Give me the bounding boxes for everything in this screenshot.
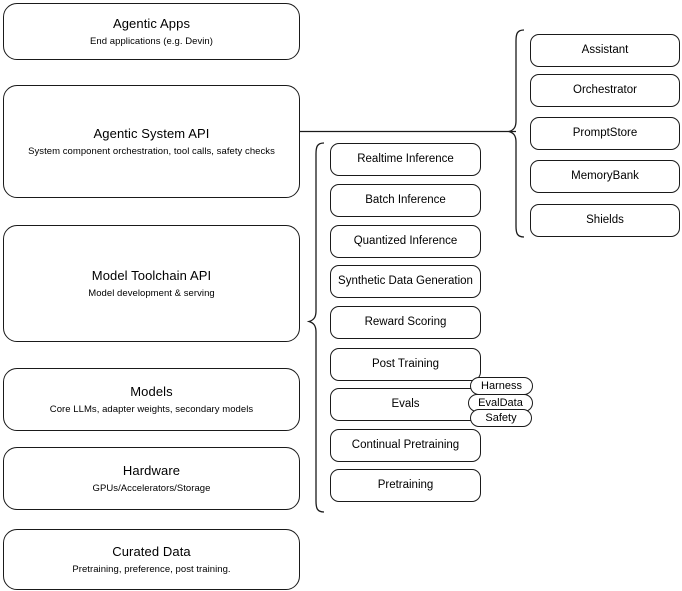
layer-box-model-toolchain-api[interactable]: Model Toolchain API Model development & … — [3, 225, 300, 342]
system-box-promptstore[interactable]: PromptStore — [530, 117, 680, 150]
system-label: Orchestrator — [573, 83, 637, 96]
layer-box-models[interactable]: Models Core LLMs, adapter weights, secon… — [3, 368, 300, 431]
system-box-assistant[interactable]: Assistant — [530, 34, 680, 67]
toolchain-box-post-training[interactable]: Post Training — [330, 348, 481, 381]
layer-title: Models — [130, 383, 173, 399]
toolchain-box-quantized-inference[interactable]: Quantized Inference — [330, 225, 481, 258]
toolchain-box-continual-pretraining[interactable]: Continual Pretraining — [330, 429, 481, 462]
layer-subtitle: Model development & serving — [88, 288, 215, 300]
toolchain-label: Pretraining — [377, 478, 434, 491]
system-label: PromptStore — [572, 126, 638, 139]
toolchain-label: Reward Scoring — [364, 315, 447, 328]
layer-title: Model Toolchain API — [91, 267, 212, 283]
system-box-shields[interactable]: Shields — [530, 204, 680, 237]
layer-title: Agentic System API — [93, 125, 210, 141]
brace-toolchain-components — [306, 142, 325, 513]
layer-subtitle: Core LLMs, adapter weights, secondary mo… — [49, 404, 254, 416]
layer-box-agentic-system-api[interactable]: Agentic System API System component orch… — [3, 85, 300, 198]
layer-subtitle: Pretraining, preference, post training. — [72, 564, 231, 576]
toolchain-label: Continual Pretraining — [351, 438, 460, 451]
brace-system-components — [506, 29, 525, 238]
layer-title: Agentic Apps — [112, 15, 191, 31]
layer-title: Hardware — [122, 462, 181, 478]
eval-pill-label: EvalData — [478, 396, 523, 409]
toolchain-box-pretraining[interactable]: Pretraining — [330, 469, 481, 502]
layer-subtitle: End applications (e.g. Devin) — [90, 36, 213, 48]
layer-title: Curated Data — [112, 543, 191, 559]
system-box-orchestrator[interactable]: Orchestrator — [530, 74, 680, 107]
toolchain-box-realtime-inference[interactable]: Realtime Inference — [330, 143, 481, 176]
toolchain-box-batch-inference[interactable]: Batch Inference — [330, 184, 481, 217]
eval-pill-label: Harness — [481, 379, 522, 392]
toolchain-label: Synthetic Data Generation — [338, 274, 473, 287]
toolchain-label: Quantized Inference — [353, 234, 458, 247]
toolchain-box-evals[interactable]: Evals — [330, 388, 481, 421]
eval-pill-harness[interactable]: Harness — [470, 377, 533, 395]
toolchain-label: Realtime Inference — [357, 152, 454, 165]
layer-box-curated-data[interactable]: Curated Data Pretraining, preference, po… — [3, 529, 300, 590]
layer-subtitle: System component orchestration, tool cal… — [28, 146, 275, 158]
layer-box-hardware[interactable]: Hardware GPUs/Accelerators/Storage — [3, 447, 300, 510]
toolchain-box-synthetic-data-generation[interactable]: Synthetic Data Generation — [330, 265, 481, 298]
toolchain-label: Post Training — [371, 357, 440, 370]
layer-subtitle: GPUs/Accelerators/Storage — [92, 483, 211, 495]
system-label: Shields — [586, 213, 624, 226]
eval-pill-safety[interactable]: Safety — [470, 409, 532, 427]
toolchain-label: Evals — [391, 397, 420, 410]
system-label: Assistant — [581, 43, 629, 56]
toolchain-box-reward-scoring[interactable]: Reward Scoring — [330, 306, 481, 339]
system-label: MemoryBank — [571, 169, 639, 182]
layer-box-agentic-apps[interactable]: Agentic Apps End applications (e.g. Devi… — [3, 3, 300, 60]
toolchain-label: Batch Inference — [365, 193, 446, 206]
eval-pill-label: Safety — [485, 411, 517, 424]
system-box-memorybank[interactable]: MemoryBank — [530, 160, 680, 193]
